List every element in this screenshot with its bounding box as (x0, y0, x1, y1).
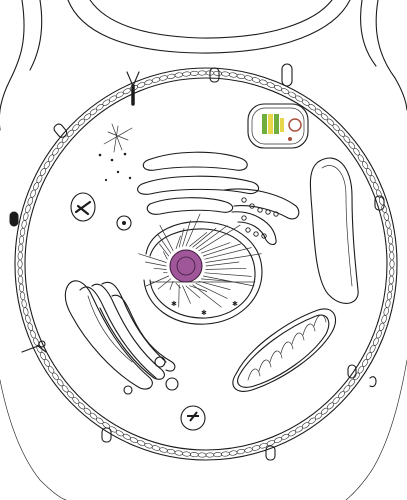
phospholipid-bilayer-ring-icon (17, 70, 395, 458)
membrane-channel-icon (9, 63, 385, 461)
centriole-icon (98, 123, 133, 182)
nucleus-icon: ✱ ✱ ✱ (138, 213, 263, 325)
svg-text:✱: ✱ (201, 309, 207, 317)
chloroplast-icon (247, 103, 309, 149)
vesicle-icon (180, 405, 206, 431)
cell-membrane (14, 67, 398, 461)
vacuole-icon (309, 157, 359, 304)
golgi-apparatus-icon (64, 280, 179, 395)
svg-text:✱: ✱ (232, 300, 238, 308)
membrane-receptor-icon (126, 71, 140, 106)
vesicle-icon (116, 215, 132, 231)
mitochondrion-icon (232, 308, 336, 392)
lysosome-icon (70, 192, 96, 222)
svg-text:✱: ✱ (171, 300, 177, 308)
rough-endoplasmic-reticulum-icon (137, 151, 300, 246)
nucleolus-icon (169, 249, 203, 283)
